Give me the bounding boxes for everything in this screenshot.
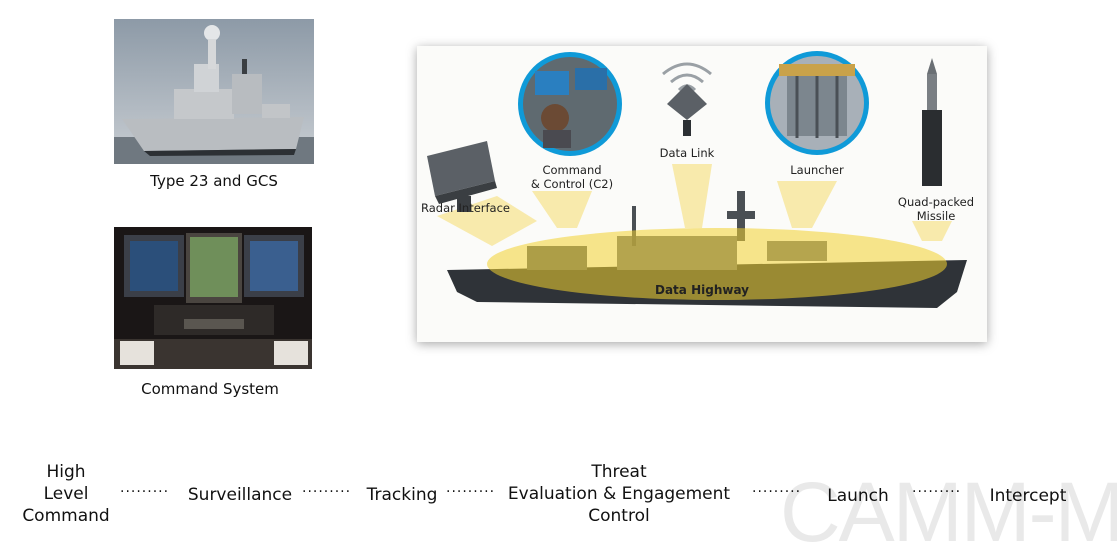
radar-icon (427, 141, 497, 212)
datalink-beam (672, 164, 712, 228)
flow-step-text: Level (43, 484, 89, 504)
flow-connector: ········· (446, 484, 496, 500)
c2-label: Command & Control (C2) (527, 163, 617, 191)
launcher-icon (765, 51, 869, 155)
radar-label: Radar Interface (421, 201, 511, 215)
flow-step-surveillance: Surveillance (184, 484, 296, 506)
data-highway (487, 228, 947, 300)
datalink-label: Data Link (659, 146, 715, 160)
console-photo-image (114, 227, 312, 369)
flow-step-text: Control (588, 506, 650, 526)
ship-caption: Type 23 and GCS (150, 172, 278, 190)
flow-step-launch: Launch (818, 485, 898, 507)
missile-label-line1: Quad-packed (897, 195, 975, 209)
flow-connector: ········· (752, 484, 802, 500)
missile-icon (922, 58, 942, 186)
console-caption: Command System (141, 380, 279, 398)
ship-photo-image (114, 19, 314, 164)
flow-step-text: Surveillance (187, 485, 293, 505)
flow-step-text: Intercept (989, 486, 1067, 506)
flow-step-text: Threat (591, 462, 647, 482)
flow-connector: ········· (912, 484, 962, 500)
flow-step-text: Command (22, 506, 110, 526)
missile-beam (912, 221, 952, 241)
highway-label: Data Highway (655, 283, 749, 297)
flow-step-intercept: Intercept (980, 485, 1076, 507)
flow-step-text: Tracking (366, 485, 438, 505)
flow-connector: ········· (302, 484, 352, 500)
ship-photo (114, 19, 314, 164)
console-photo (114, 227, 312, 369)
c2-console-icon (518, 52, 622, 156)
flow-step-tracking: Tracking (362, 484, 442, 506)
launcher-label: Launcher (790, 163, 844, 177)
flow-step-text: Launch (827, 486, 889, 506)
flow-step-high-level-command: High Level Command (16, 461, 116, 527)
launcher-beam (777, 181, 837, 228)
flow-step-threat-evaluation: Threat Evaluation & Engagement Control (500, 461, 738, 527)
ship-system-diagram: Radar Interface Command & Control (C2) D… (417, 46, 987, 342)
missile-label-line2: Missile (916, 209, 956, 223)
datalink-icon (662, 62, 712, 136)
flow-step-text: Evaluation & Engagement (507, 484, 731, 504)
c2-beam (532, 191, 592, 228)
c2-label-line1: Command (542, 163, 602, 177)
c2-label-line2: & Control (C2) (530, 177, 614, 191)
diagram-graphics (427, 51, 967, 308)
flow-connector: ········· (120, 484, 170, 500)
missile-label: Quad-packed Missile (891, 195, 981, 223)
watermark: CAMM-M (780, 465, 1117, 559)
flow-step-text: High (46, 462, 86, 482)
